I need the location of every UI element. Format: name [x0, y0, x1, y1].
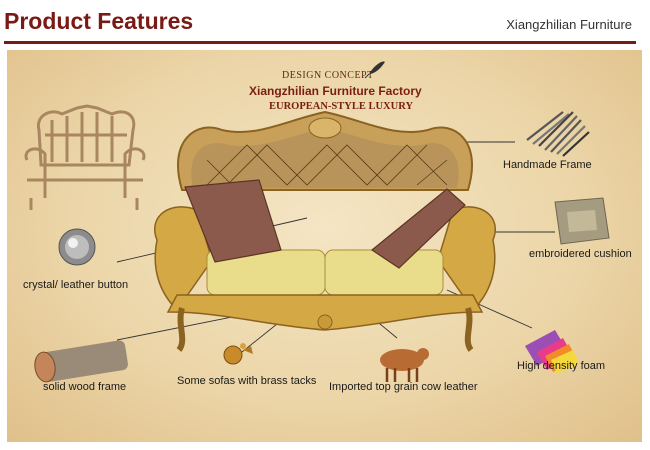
foam-swatch-icon [525, 330, 579, 374]
wood-log-icon [34, 340, 128, 383]
design-concept-label: DESIGN CONCEPT [282, 70, 374, 81]
sofa-frame-icon [24, 104, 146, 210]
cushion-icon [554, 197, 610, 245]
feature-solid-wood-frame: solid wood frame [43, 381, 127, 393]
poster-artwork [24, 61, 610, 383]
feature-embroidered-cushion: embroidered cushion [529, 248, 632, 260]
sofa-illustration [154, 110, 496, 352]
quill-icon [364, 61, 385, 79]
feature-handmade-frame: Handmade Frame [503, 159, 592, 171]
brass-tack-icon [223, 343, 253, 365]
factory-name: Xiangzhilian Furniture Factory [249, 84, 422, 98]
feature-poster: DESIGN CONCEPT Xiangzhilian Furniture Fa… [7, 50, 642, 442]
header-divider [4, 41, 636, 44]
cow-icon [380, 348, 429, 382]
feature-brass-tacks: Some sofas with brass tacks [177, 375, 317, 387]
crystal-button-icon [58, 228, 96, 266]
feature-cow-leather: Imported top grain cow leather [329, 381, 478, 393]
carving-tools-icon [526, 111, 590, 157]
feature-crystal-button: crystal/ leather button [23, 279, 129, 291]
brand-name: Xiangzhilian Furniture [506, 17, 632, 32]
style-heading: EUROPEAN-STYLE LUXURY [269, 101, 414, 112]
feature-high-density-foam: High density foam [517, 360, 606, 372]
page-title: Product Features [4, 8, 194, 34]
